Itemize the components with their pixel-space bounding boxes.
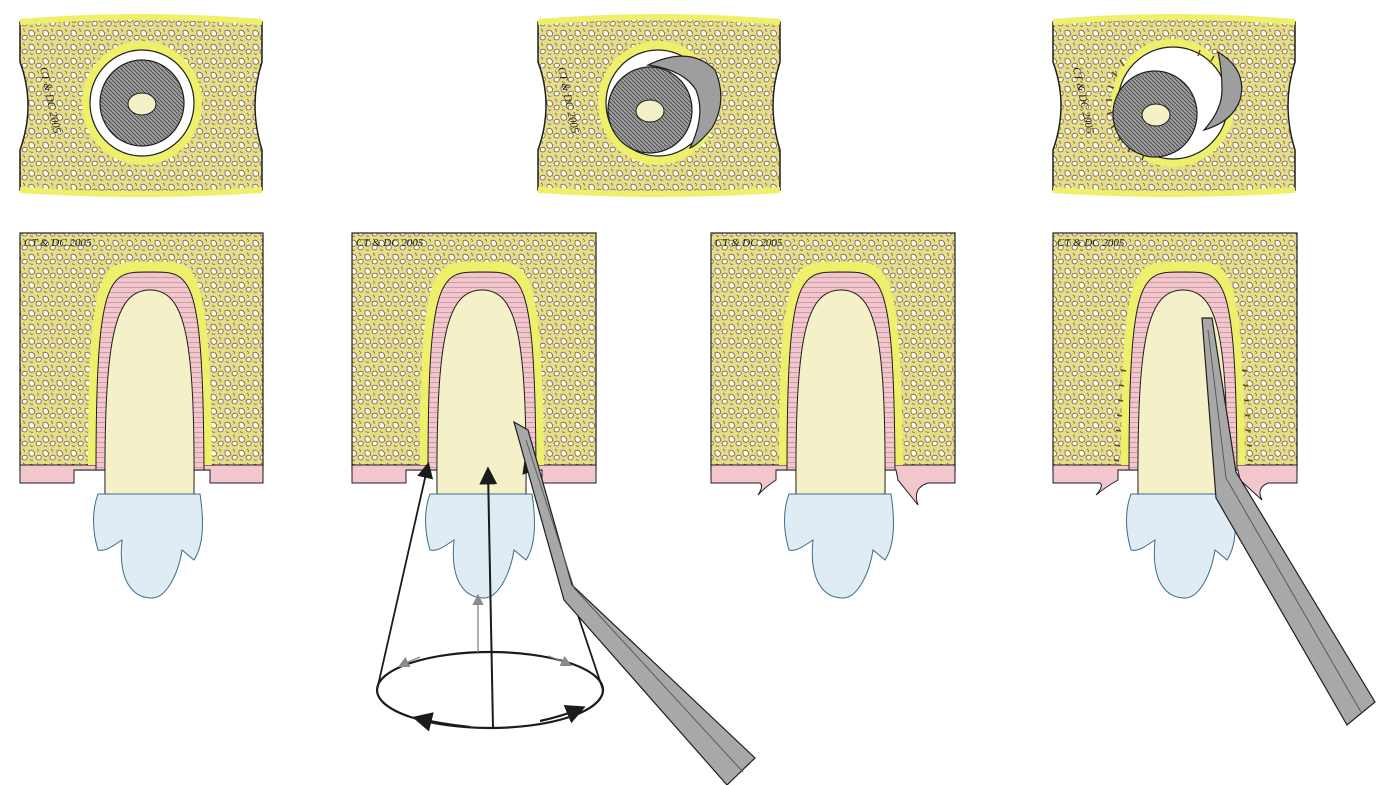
root-cross-section-icon <box>1113 71 1197 157</box>
copyright-label: CT & DC 2005 <box>1057 237 1125 249</box>
cross-section-3: CT & DC 2005 <box>1053 17 1295 194</box>
longitudinal-section-1: CT & DC 2005 <box>20 233 263 598</box>
cross-section-2: CT & DC 2005 <box>538 17 780 194</box>
cross-section-1: CT & DC 2005 <box>20 17 262 194</box>
copyright-label: CT & DC 2005 <box>356 237 424 249</box>
root-cross-section-icon <box>100 60 184 146</box>
longitudinal-section-4: CT & DC 2005 <box>1053 233 1375 725</box>
longitudinal-section-3: CT & DC 2005 <box>711 233 955 598</box>
root-cross-section-icon <box>608 67 692 153</box>
longitudinal-section-2: CT & DC 2005 <box>352 233 755 785</box>
copyright-label: CT & DC 2005 <box>24 237 92 249</box>
copyright-label: CT & DC 2005 <box>715 237 783 249</box>
